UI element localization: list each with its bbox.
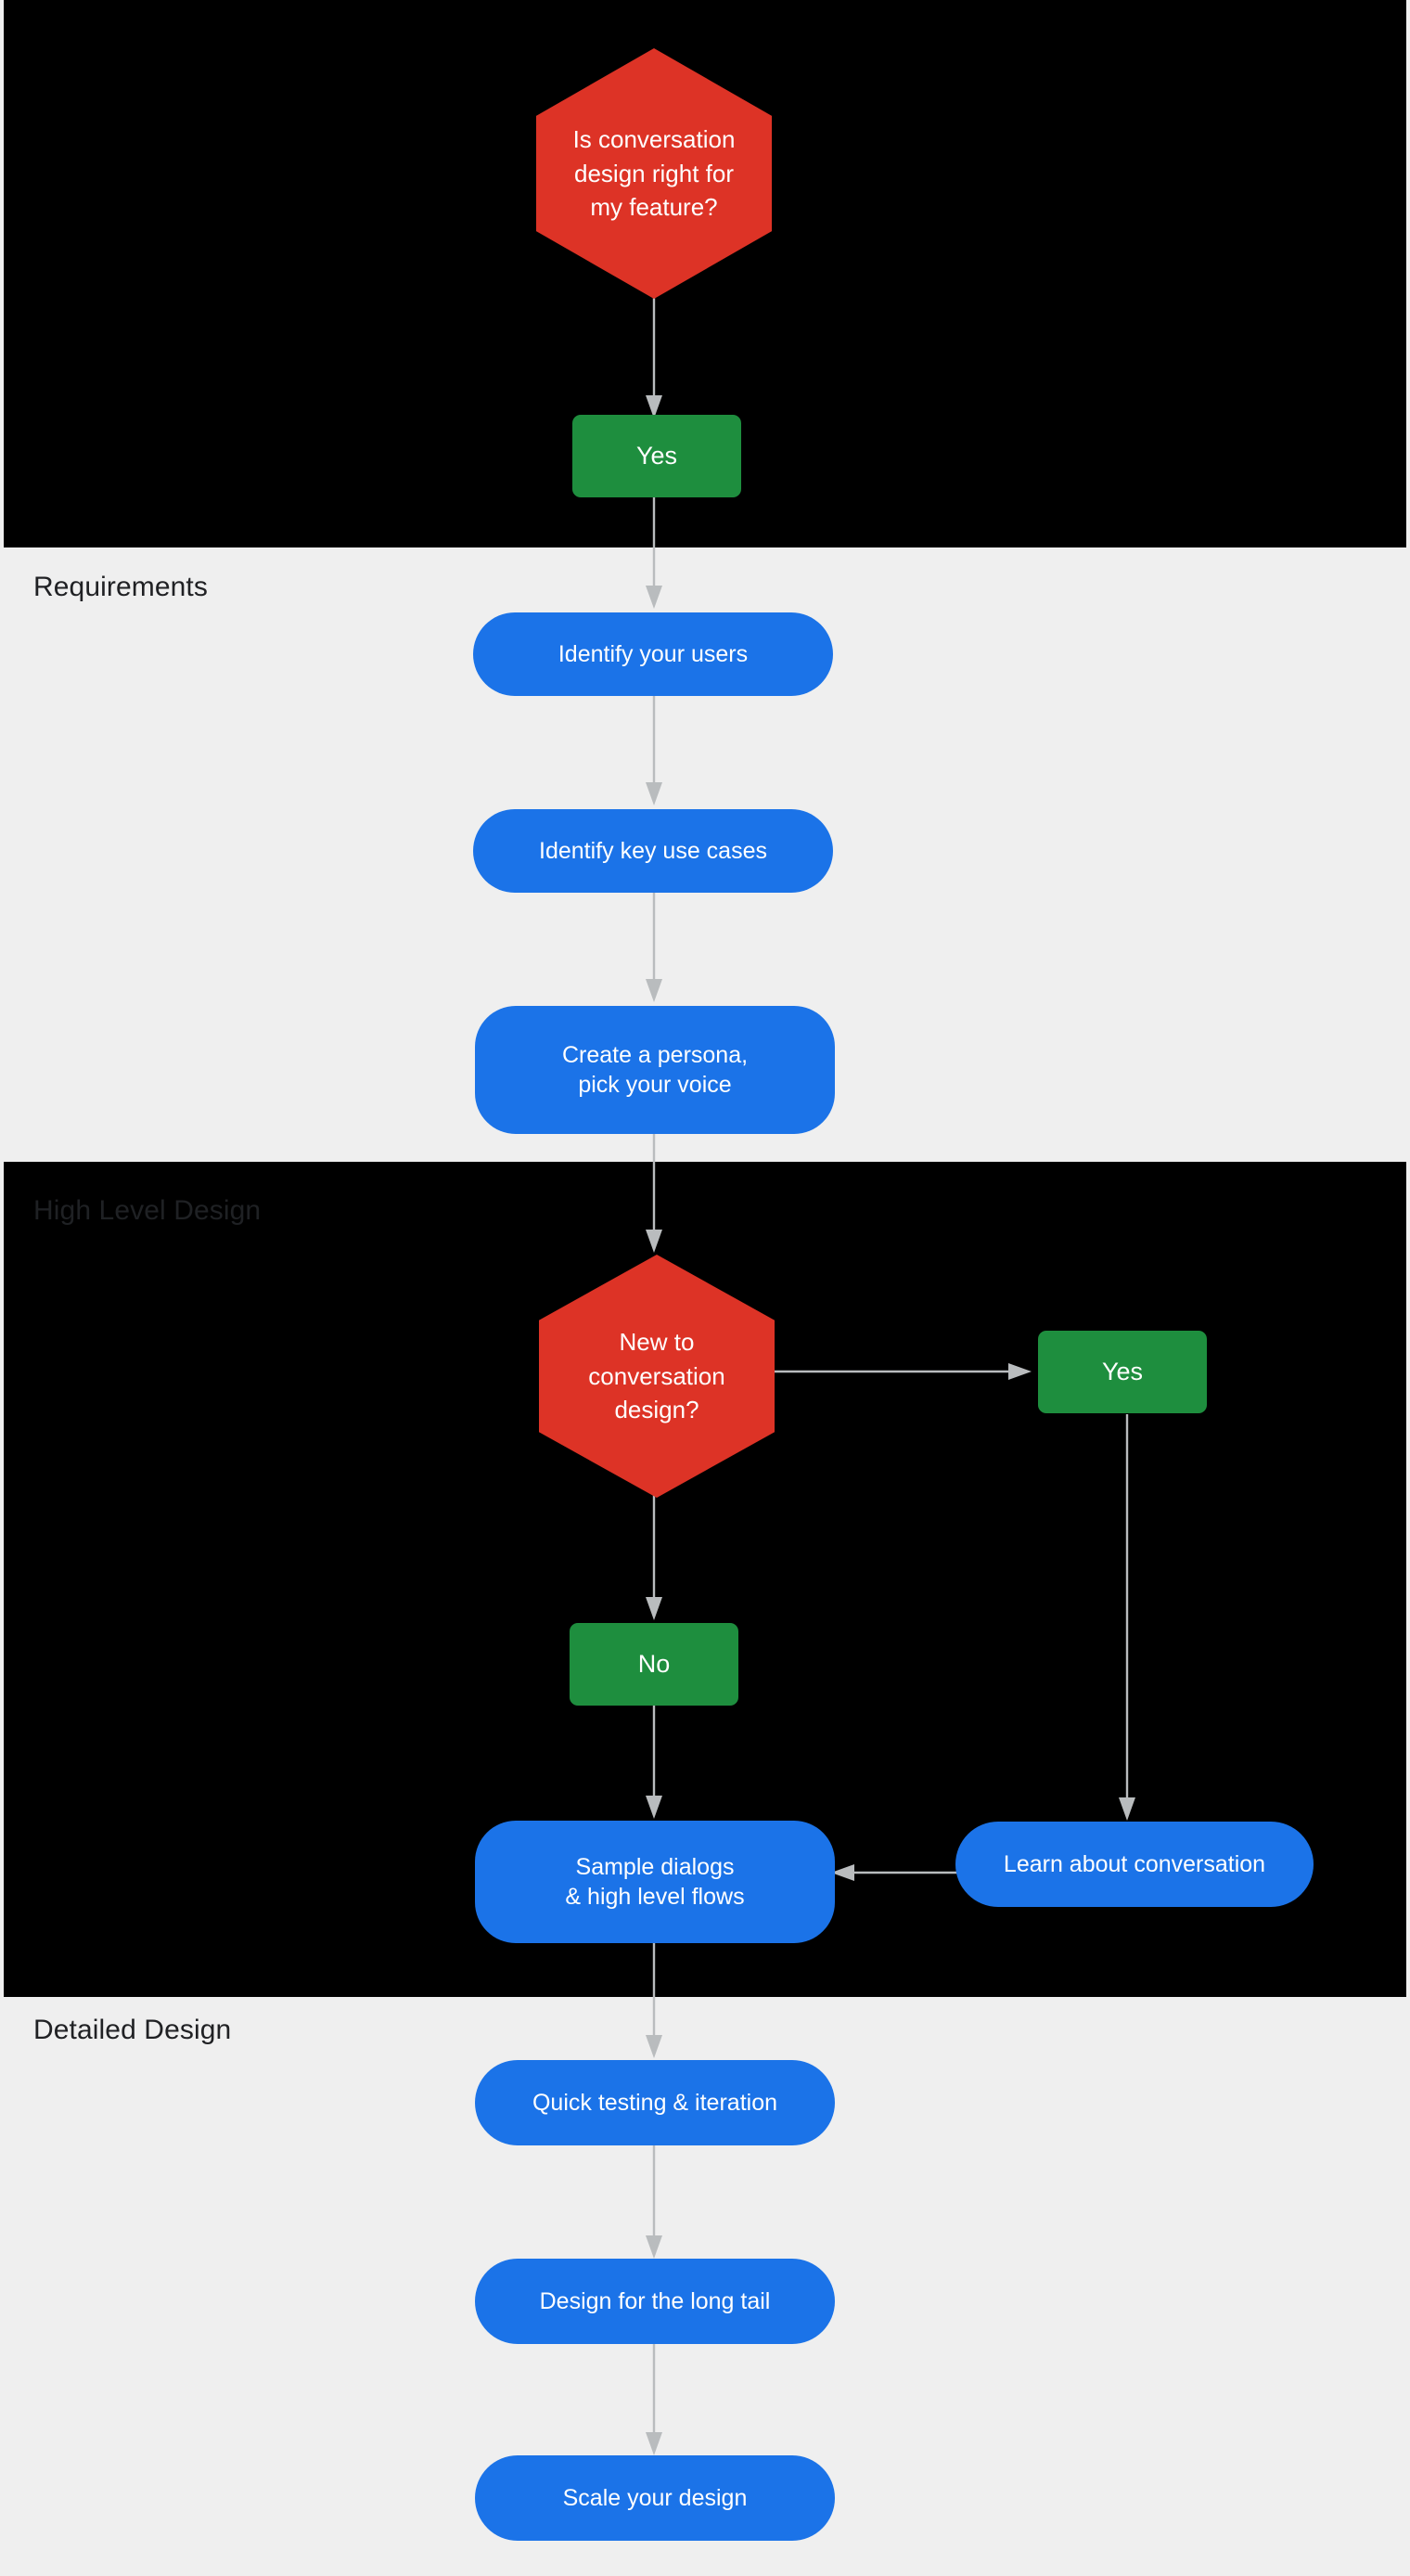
section-label-high-level-design: High Level Design xyxy=(33,1195,262,1226)
step-learn-about-conversation-label: Learn about conversation xyxy=(1003,1850,1266,1877)
step-scale-your-design[interactable]: Scale your design xyxy=(475,2455,835,2541)
answer-yes-high-level-design[interactable]: Yes xyxy=(1038,1331,1207,1413)
step-create-a-persona[interactable]: Create a persona, pick your voice xyxy=(475,1006,835,1134)
answer-no-high-level-design-label: No xyxy=(637,1649,671,1678)
decision-new-to-conversation-design-label: New to conversation design? xyxy=(588,1327,725,1424)
connector-no-to-sample-dialogs xyxy=(646,1702,662,1819)
connector-new-to-cd-to-no xyxy=(646,1494,662,1620)
connector-quick-testing-to-long-tail xyxy=(646,2142,662,2259)
connector-new-to-cd-to-yes-hld xyxy=(772,1363,1032,1380)
step-create-a-persona-label: Create a persona, pick your voice xyxy=(561,1041,749,1099)
decision-is-conversation-design-right-label: Is conversation design right for my feat… xyxy=(572,124,736,222)
connector-sample-dialogs-to-quick-testing xyxy=(646,1939,662,2058)
step-identify-your-users-label: Identify your users xyxy=(558,640,749,667)
connector-yes-hld-to-learn xyxy=(1119,1414,1135,1821)
connector-use-cases-to-persona xyxy=(646,889,662,1002)
connector-persona-to-new-to-cd xyxy=(646,1130,662,1253)
answer-no-high-level-design[interactable]: No xyxy=(570,1623,738,1706)
answer-yes-top-label: Yes xyxy=(635,441,678,470)
connector-decision-to-yes-top xyxy=(646,297,662,419)
connector-long-tail-to-scale-design xyxy=(646,2338,662,2455)
section-label-requirements: Requirements xyxy=(33,572,208,602)
step-identify-key-use-cases-label: Identify key use cases xyxy=(539,837,767,864)
step-learn-about-conversation[interactable]: Learn about conversation xyxy=(955,1822,1314,1907)
answer-yes-top[interactable]: Yes xyxy=(572,415,741,497)
step-identify-your-users[interactable]: Identify your users xyxy=(473,612,833,696)
step-quick-testing-and-iteration[interactable]: Quick testing & iteration xyxy=(475,2060,835,2145)
step-scale-your-design-label: Scale your design xyxy=(562,2484,748,2511)
step-identify-key-use-cases[interactable]: Identify key use cases xyxy=(473,809,833,893)
step-sample-dialogs-and-flows-label: Sample dialogs & high level flows xyxy=(565,1853,745,1911)
step-sample-dialogs-and-flows[interactable]: Sample dialogs & high level flows xyxy=(475,1821,835,1943)
step-quick-testing-and-iteration-label: Quick testing & iteration xyxy=(532,2089,777,2116)
answer-yes-high-level-design-label: Yes xyxy=(1101,1357,1144,1385)
connector-identify-users-to-use-cases xyxy=(646,692,662,805)
step-design-for-the-long-tail[interactable]: Design for the long tail xyxy=(475,2259,835,2344)
section-label-detailed-design: Detailed Design xyxy=(33,2015,232,2045)
step-design-for-the-long-tail-label: Design for the long tail xyxy=(539,2287,771,2314)
connector-yes-top-to-identify-users xyxy=(646,494,662,609)
